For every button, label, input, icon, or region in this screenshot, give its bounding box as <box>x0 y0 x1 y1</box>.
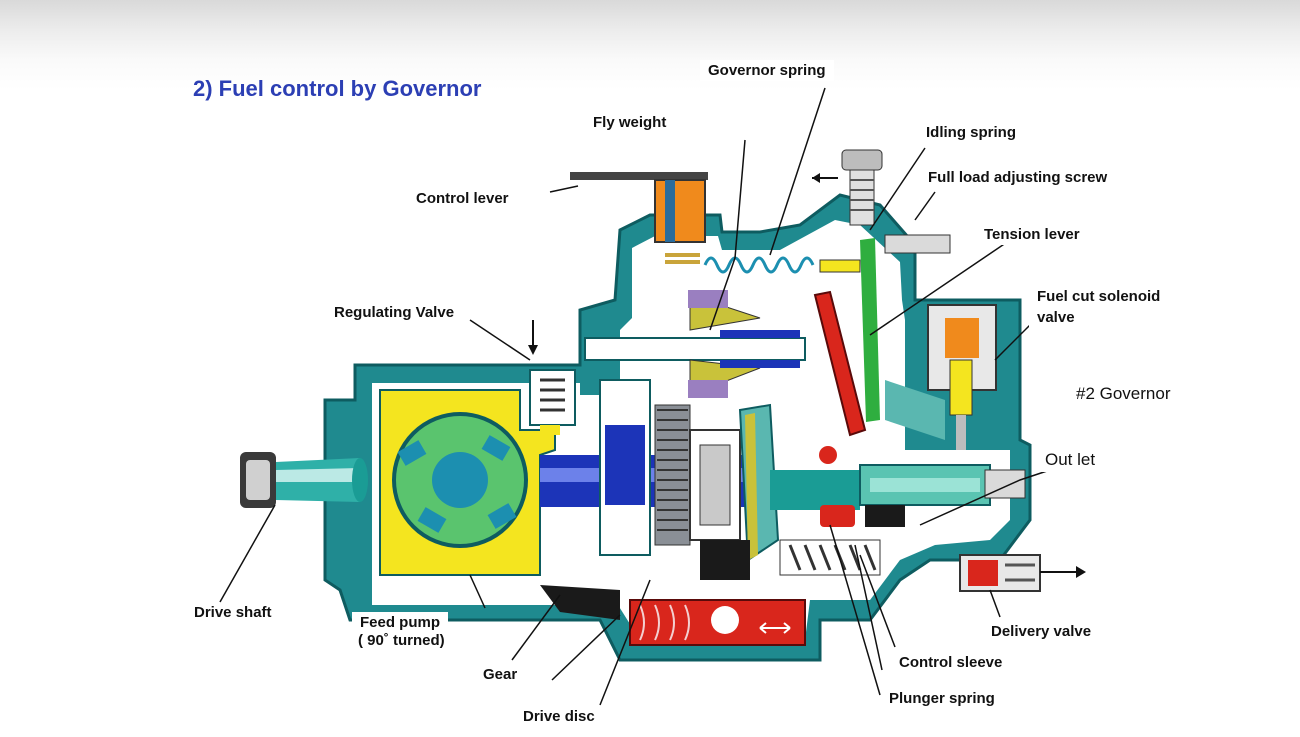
label-feed-pump-line2: ( 90˚ turned) <box>358 632 445 649</box>
label-plunger-spring: Plunger spring <box>881 688 1003 709</box>
governor-spring <box>703 256 861 274</box>
label-gear: Gear <box>475 664 526 685</box>
timer-chamber <box>629 599 806 646</box>
label-delivery-valve: Delivery valve <box>983 621 1100 642</box>
feed-pump <box>379 389 556 576</box>
leader-lines <box>219 87 1051 706</box>
label-governor-spring: Governor spring <box>700 60 834 81</box>
label-fly-weight: Fly weight <box>585 112 675 133</box>
label-out-let: Out let <box>1037 448 1104 472</box>
drive-shaft <box>240 452 368 508</box>
plunger-assembly <box>770 464 1026 576</box>
full-load-adjusting-screw <box>812 149 951 254</box>
control-lever-assembly <box>570 172 708 264</box>
regulating-valve <box>528 320 576 435</box>
label-full-load-adjusting-screw: Full load adjusting screw <box>920 167 1116 188</box>
delivery-valve <box>959 554 1086 592</box>
label-control-sleeve: Control sleeve <box>891 652 1011 673</box>
tension-lever <box>813 238 945 464</box>
slide-title: 2) Fuel control by Governor <box>193 76 482 101</box>
fuel-cut-solenoid <box>927 304 997 450</box>
label-feed-pump-line1: Feed pump <box>352 612 449 633</box>
drive-disc <box>540 403 780 620</box>
label-idling-spring: Idling spring <box>918 122 1024 143</box>
label-drive-disc: Drive disc <box>515 706 603 727</box>
fly-weights <box>584 290 806 398</box>
label-fuel-cut-solenoid-line2: valve <box>1029 307 1083 328</box>
label-drive-shaft: Drive shaft <box>194 604 272 621</box>
label-tension-lever: Tension lever <box>976 224 1088 245</box>
gear <box>654 404 741 546</box>
label-governor-number: #2 Governor <box>1076 384 1171 403</box>
label-fuel-cut-solenoid-line1: Fuel cut solenoid <box>1029 286 1169 307</box>
label-regulating-valve: Regulating Valve <box>326 302 463 323</box>
label-control-lever: Control lever <box>408 188 517 209</box>
